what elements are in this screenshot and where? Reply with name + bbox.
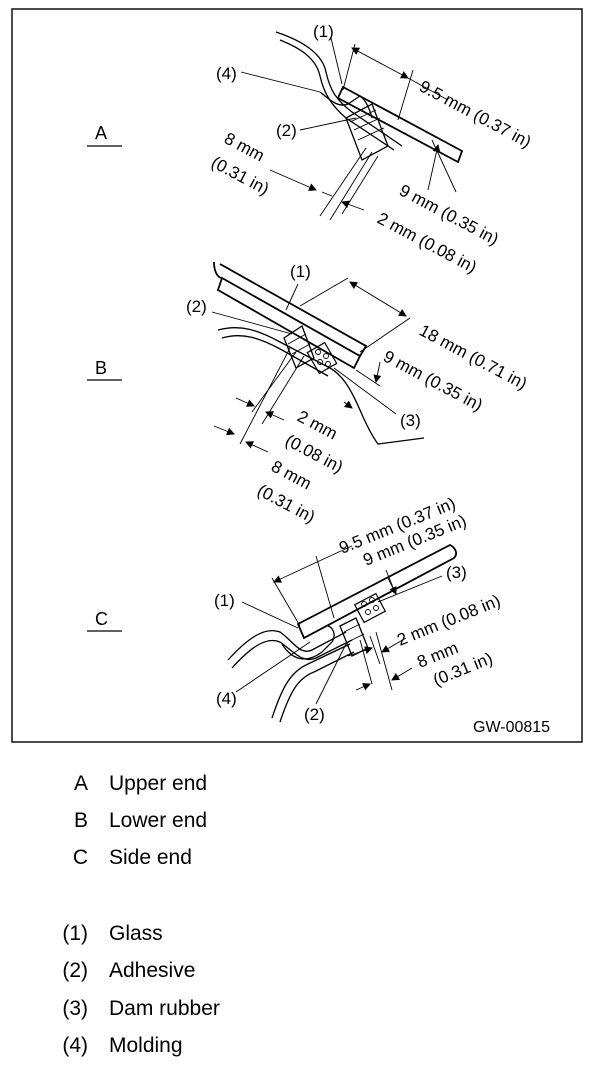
- legend-text: Molding: [109, 1034, 183, 1057]
- diagram-frame: [11, 8, 583, 743]
- section-a-callout-2: (2): [276, 121, 297, 140]
- section-c-letter: C: [95, 609, 108, 629]
- legend-key: (4): [62, 1034, 88, 1057]
- section-a-dim-95: 9.5 mm (0.37 in): [416, 77, 534, 152]
- section-b-callout-2: (2): [186, 297, 207, 316]
- legend-key: A: [73, 772, 88, 795]
- section-c-dam-rubber: [353, 592, 387, 624]
- section-c-drawing: C: [87, 494, 503, 724]
- legend-text: Glass: [109, 922, 163, 945]
- section-a-molding: [319, 91, 373, 119]
- section-c-flange: [271, 643, 351, 719]
- section-b-body-panel: [217, 327, 425, 445]
- legend-text: Lower end: [109, 809, 208, 832]
- section-b-letter: B: [95, 358, 107, 378]
- section-a-body-panel-inner: [279, 39, 395, 151]
- legend-key: (2): [62, 959, 88, 982]
- legend-key: (3): [62, 997, 88, 1020]
- section-c-callout-4: (4): [216, 689, 237, 708]
- section-b-glass: [213, 261, 368, 358]
- legend-key: (1): [62, 922, 88, 945]
- section-c-molding: [281, 625, 335, 660]
- legend-text: Dam rubber: [109, 997, 220, 1020]
- section-c-callout-2: (2): [304, 705, 325, 724]
- section-b-dam-rubber: [306, 341, 338, 375]
- legend-key: C: [72, 846, 88, 869]
- section-a-adhesive: [345, 103, 389, 161]
- section-b-drawing: B (1) (2): [87, 261, 530, 527]
- section-c-body-panel: [227, 630, 347, 661]
- section-a-glass: [336, 85, 464, 164]
- section-a-dim-8-in: (0.31 in): [208, 153, 272, 199]
- figure-code: GW-00815: [473, 719, 550, 736]
- legend-text: Adhesive: [109, 959, 196, 982]
- section-a-callout-1: (1): [313, 22, 334, 41]
- legend-text: Side end: [109, 846, 192, 869]
- section-a-callout-4: (4): [216, 64, 237, 83]
- section-c-callout-3: (3): [446, 563, 467, 582]
- section-c-callout-1: (1): [214, 591, 235, 610]
- installation-diagram: A (1) (4) (2) 9.5 mm (0.37: [11, 8, 583, 743]
- legend-key: B: [73, 809, 88, 832]
- section-a-drawing: A (1) (4) (2) 9.5 mm (0.37: [87, 22, 534, 277]
- section-c-glass: [296, 543, 457, 640]
- section-b-callout-3: (3): [400, 411, 421, 430]
- section-b-callout-1: (1): [290, 262, 311, 281]
- legend-text: Upper end: [109, 772, 208, 795]
- section-a-letter: A: [95, 123, 107, 143]
